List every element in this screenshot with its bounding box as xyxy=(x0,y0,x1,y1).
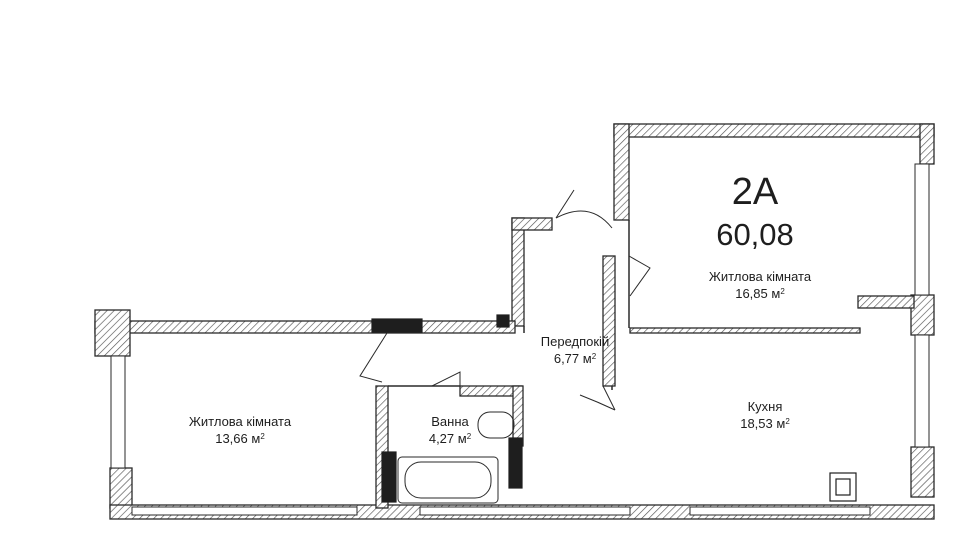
room-name: Кухня xyxy=(747,399,783,414)
wall-bath-right xyxy=(512,385,524,447)
windows xyxy=(110,163,930,516)
wall-right-lower xyxy=(910,446,935,498)
wall-right-upper xyxy=(919,123,935,165)
shaft-bath-right xyxy=(508,437,523,489)
wall-top-right xyxy=(613,123,935,138)
shaft-kitchen xyxy=(829,472,857,502)
door-bath xyxy=(431,371,461,387)
room-area: 4,27 м2 xyxy=(428,431,472,446)
window-left xyxy=(110,355,126,469)
wall-left-right-room xyxy=(613,123,630,221)
wall-partition-kitchen xyxy=(857,295,915,309)
room-area: 16,85 м2 xyxy=(735,286,785,301)
window-bottom-1 xyxy=(131,506,358,516)
room-name: Житлова кімната xyxy=(188,414,292,429)
door-entrance xyxy=(555,189,613,229)
bathtub xyxy=(397,456,499,504)
shaft-kitchen-inner xyxy=(835,478,851,496)
bathtub-inner xyxy=(404,461,492,499)
shaft-corridor xyxy=(496,314,510,328)
wall-left-bottom xyxy=(109,467,133,509)
wall-corridor-left xyxy=(511,217,525,327)
sink xyxy=(477,411,515,439)
partitions xyxy=(388,220,630,390)
wall-left-top xyxy=(94,309,131,357)
wall-top-left xyxy=(94,320,516,334)
room-area: 13,66 м2 xyxy=(215,431,265,446)
room-name: Житлова кімната xyxy=(708,269,812,284)
window-bottom-2 xyxy=(419,506,631,516)
window-bottom-3 xyxy=(689,506,871,516)
room-name: Ванна xyxy=(431,414,469,429)
room-name: Передпокій xyxy=(540,334,610,349)
bathroom-fixtures xyxy=(397,411,515,504)
door-kitchen xyxy=(579,385,616,411)
wall-corridor-top xyxy=(511,217,553,231)
wall-corridor-right xyxy=(602,255,616,387)
doors xyxy=(359,189,651,411)
shaft-top xyxy=(371,318,423,333)
wall-living-bottom xyxy=(629,327,861,334)
room-area: 18,53 м2 xyxy=(740,416,790,431)
window-right-upper xyxy=(914,163,930,296)
room-area: 6,77 м2 xyxy=(553,351,597,366)
door-living-left xyxy=(359,332,388,383)
window-right-lower xyxy=(914,334,930,448)
shaft-bath-left xyxy=(381,451,397,503)
door-living-right xyxy=(628,255,651,297)
shafts xyxy=(371,314,857,503)
apartment-type: 2А xyxy=(731,171,779,213)
apartment-total-area: 60,08 xyxy=(716,217,794,252)
